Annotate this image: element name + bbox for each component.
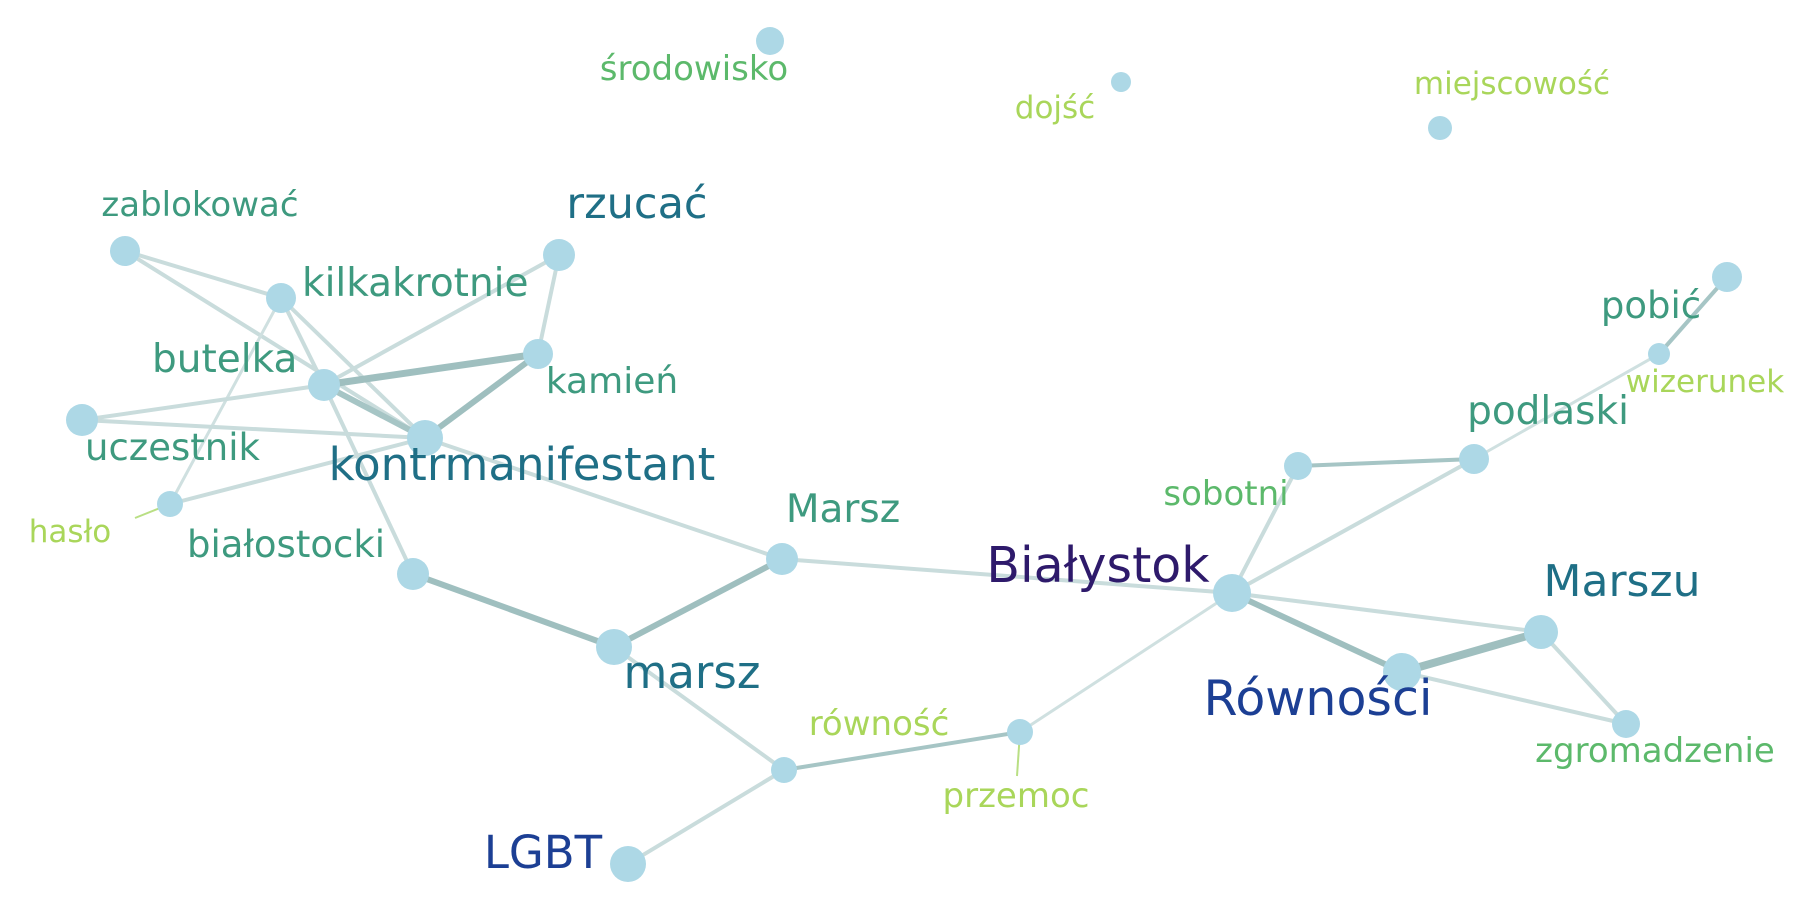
- edge-przemoc-Bialystok: [1018, 591, 1234, 734]
- edge-Rownosci-Marszu: [1398, 628, 1545, 676]
- edge-Bialystok-sobotni: [1230, 464, 1300, 595]
- edge-kamien-kontrmanifestant: [422, 351, 541, 441]
- edge-Marsz-marsz: [611, 556, 785, 650]
- edge-Bialystok-Rownosci: [1229, 590, 1405, 675]
- node-haslo: [157, 491, 183, 517]
- labels-layer: środowisko dojść miejscowość zablokować rzuc…: [29, 49, 1785, 879]
- node-srodowisko: [756, 27, 784, 55]
- edge-Bialystok-podlaski: [1230, 457, 1476, 595]
- nodes-layer: [66, 27, 1742, 882]
- label-butelka: butelka: [152, 337, 297, 382]
- label-wizerunek: wizerunek: [1626, 364, 1784, 400]
- edge-butelka-bialostocki: [322, 383, 415, 576]
- node-kamien: [523, 339, 553, 369]
- node-miejscowosc: [1428, 116, 1452, 140]
- label-Marsz: Marsz: [786, 487, 900, 532]
- edge-kilkakrotnie-butelka: [279, 296, 326, 387]
- edge-marsz-rownosc: [612, 645, 786, 772]
- edge-podlaski-wizerunek: [1472, 352, 1661, 461]
- node-przemoc: [1007, 719, 1033, 745]
- node-Marszu: [1524, 615, 1558, 649]
- node-Rownosci: [1383, 653, 1421, 691]
- node-butelka: [308, 369, 340, 401]
- edge-zablokowac-kilkakrotnie: [123, 249, 283, 300]
- edge-rzucac-kamien: [536, 253, 561, 356]
- label-kilkakrotnie: kilkakrotnie: [302, 261, 529, 306]
- edge-rownosc-przemoc: [782, 730, 1022, 772]
- edge-haslo-kontrmanifestant: [168, 436, 427, 506]
- node-marsz: [596, 629, 632, 665]
- label-haslo: hasło: [29, 514, 112, 550]
- node-wizerunek: [1648, 343, 1670, 365]
- edge-Marszu-zgromadzenie: [1539, 630, 1628, 726]
- label-uczestnik: uczestnik: [85, 426, 260, 469]
- node-uczestnik: [66, 404, 98, 436]
- node-pobic: [1712, 262, 1742, 292]
- edge-zablokowac-kontrmanifestant: [123, 249, 427, 440]
- node-sobotni: [1284, 452, 1312, 480]
- edge-butelka-uczestnik: [80, 383, 326, 422]
- label-rzucac: rzucać: [566, 179, 707, 229]
- label-kamien: kamień: [546, 361, 678, 402]
- label-miejscowosc: miejscowość: [1414, 66, 1610, 102]
- label-Bialystok: Białystok: [986, 537, 1210, 594]
- label-zgromadzenie: zgromadzenie: [1535, 731, 1775, 771]
- edge-uczestnik-kontrmanifestant: [80, 418, 427, 440]
- node-bialostocki: [397, 558, 429, 590]
- label-zablokowac: zablokować: [101, 185, 298, 225]
- label-bialostocki: białostocki: [187, 523, 385, 566]
- edge-butelka-rzucac: [322, 253, 561, 387]
- label-Rownosci: Równości: [1203, 670, 1432, 727]
- node-dojsc: [1111, 72, 1131, 92]
- label-dojsc: dojść: [1015, 90, 1095, 126]
- label-kontrmanifestant: kontrmanifestant: [329, 438, 716, 491]
- label-sobotni: sobotni: [1163, 474, 1288, 514]
- edge-bialostocki-marsz: [410, 571, 617, 650]
- label-podlaski: podlaski: [1467, 389, 1629, 434]
- edge-sobotni-podlaski: [1296, 457, 1476, 468]
- edge-rownosc-LGBT: [626, 768, 786, 866]
- edge-kontrmanifestant-Marsz: [423, 436, 784, 561]
- node-LGBT: [610, 846, 646, 882]
- node-rzucac: [543, 239, 575, 271]
- node-podlaski: [1459, 444, 1489, 474]
- label-LGBT: LGBT: [484, 826, 603, 879]
- label-rownosc: równość: [809, 704, 950, 744]
- edge-butelka-kamien: [320, 350, 542, 389]
- edge-wizerunek-pobic: [1657, 275, 1729, 356]
- label-przemoc: przemoc: [943, 776, 1090, 816]
- label-srodowisko: środowisko: [600, 49, 788, 89]
- edge-Rownosci-zgromadzenie: [1400, 670, 1628, 726]
- node-kilkakrotnie: [266, 283, 296, 313]
- edge-Marsz-Bialystok: [780, 557, 1234, 595]
- edge-Bialystok-Marszu: [1230, 591, 1543, 634]
- node-rownosc: [771, 757, 797, 783]
- label-pobic: pobić: [1601, 284, 1701, 327]
- node-Bialystok: [1213, 574, 1251, 612]
- edges-layer: [80, 249, 1729, 866]
- node-zgromadzenie: [1612, 710, 1640, 738]
- node-Marsz: [766, 543, 798, 575]
- node-kontrmanifestant: [407, 420, 443, 456]
- node-zablokowac: [110, 236, 140, 266]
- edge-butelka-kontrmanifestant: [321, 382, 428, 441]
- label-marsz: marsz: [624, 646, 761, 699]
- label-Marszu: Marszu: [1544, 556, 1701, 607]
